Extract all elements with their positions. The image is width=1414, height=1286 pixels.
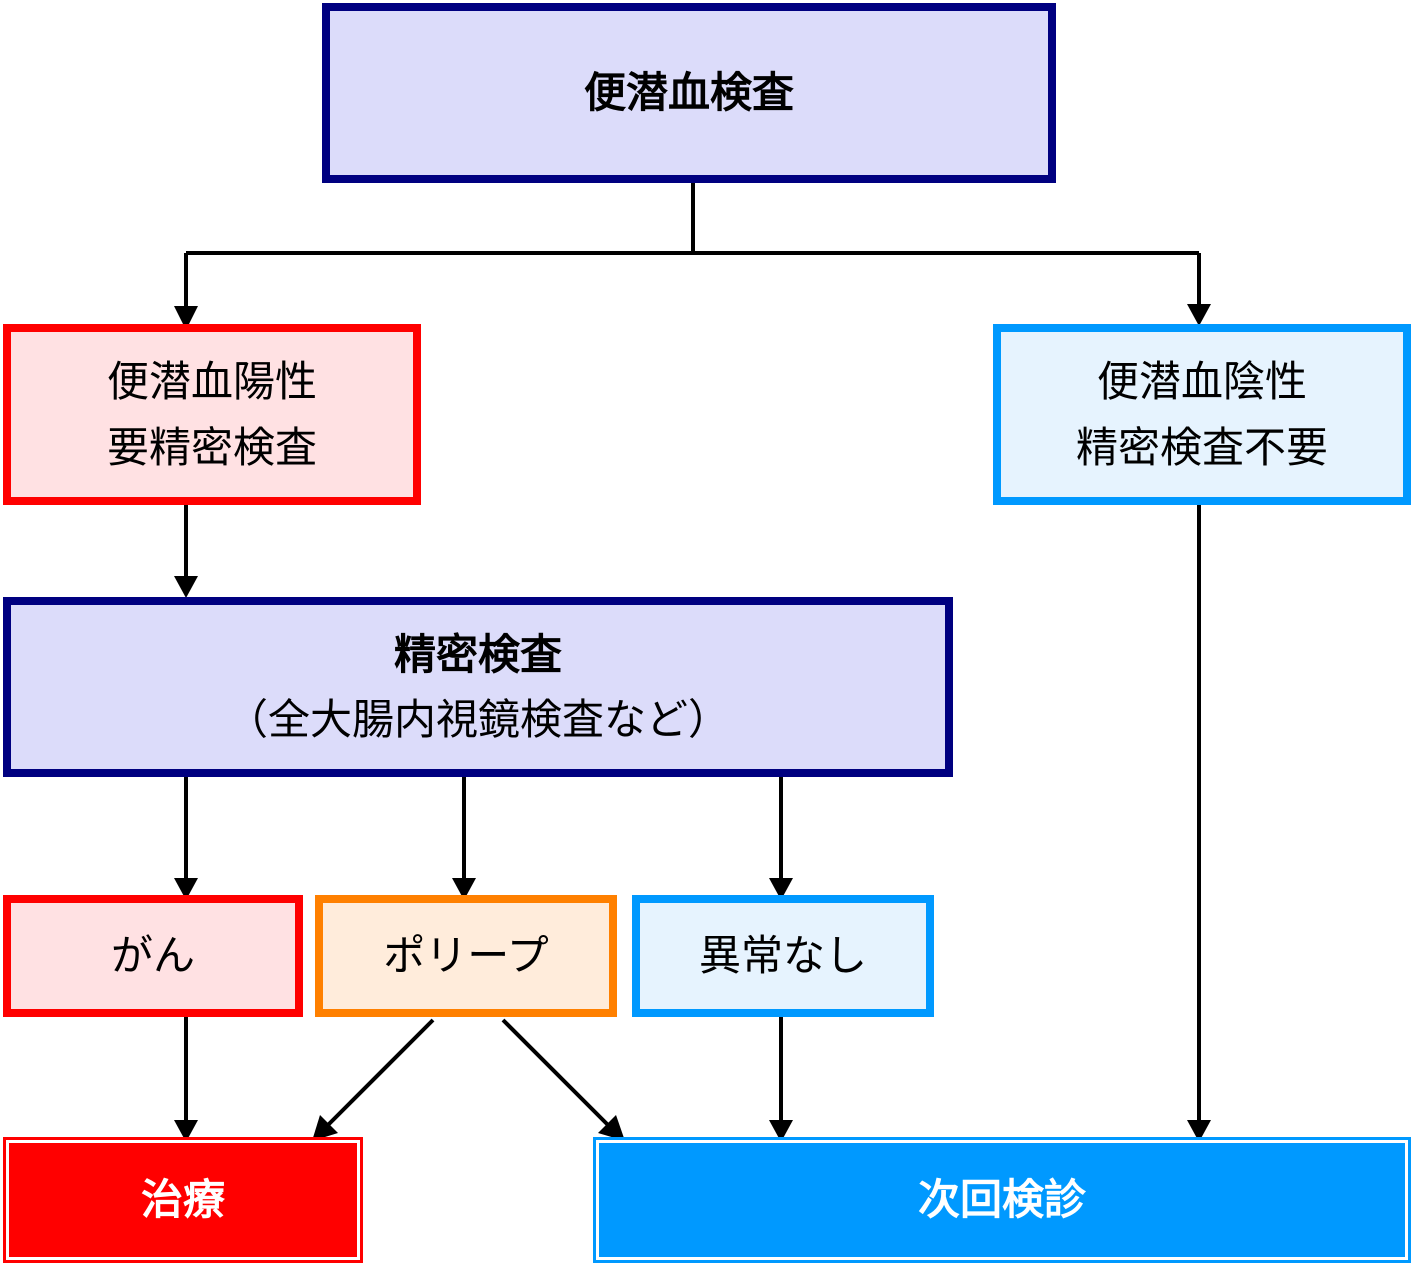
node-line-1: 便潜血陽性 <box>106 357 317 407</box>
arrowhead-normal <box>769 878 793 900</box>
arrowhead-next-from-normal <box>769 1120 793 1142</box>
node-label: ポリープ <box>383 931 549 981</box>
node-subtitle: （全大腸内視鏡検査など） <box>225 695 730 744</box>
next-screening-node: 次回検診 <box>593 1137 1411 1263</box>
arrowhead-negative <box>1187 304 1211 326</box>
negative-result-node: 便潜血陰性 精密検査不要 <box>993 324 1411 505</box>
arrow-polyp-to-next-exam <box>501 1018 610 1127</box>
arrowhead-treatment-from-cancer <box>174 1120 198 1142</box>
node-title: 便潜血検査 <box>583 68 794 118</box>
arrowhead-detail <box>174 576 198 598</box>
arrowhead-polyp <box>452 878 476 900</box>
node-label: 異常なし <box>698 931 867 981</box>
fecal-occult-blood-test-node: 便潜血検査 <box>322 3 1056 183</box>
positive-result-node: 便潜血陽性 要精密検査 <box>3 324 421 505</box>
polyp-node: ポリープ <box>315 895 617 1017</box>
node-title: 精密検査 <box>393 629 562 679</box>
arrowhead-cancer <box>174 878 198 900</box>
arrowhead-treatment-from-polyp <box>312 1115 338 1141</box>
arrow-polyp-to-treatment <box>326 1018 435 1127</box>
cancer-node: がん <box>3 895 303 1017</box>
arrowhead-positive <box>174 306 198 330</box>
node-label: 治療 <box>140 1175 225 1225</box>
no-abnormality-node: 異常なし <box>632 895 934 1017</box>
treatment-node: 治療 <box>3 1137 363 1263</box>
arrowhead-next-from-polyp <box>598 1115 625 1141</box>
node-line-2: 精密検査不要 <box>1075 422 1328 472</box>
node-line-2: 要精密検査 <box>106 422 317 472</box>
node-label: 次回検診 <box>917 1175 1086 1225</box>
arrowhead-next-from-negative <box>1187 1120 1211 1142</box>
detailed-exam-node: 精密検査 （全大腸内視鏡検査など） <box>3 597 953 777</box>
node-line-1: 便潜血陰性 <box>1096 357 1307 407</box>
node-label: がん <box>110 931 195 981</box>
